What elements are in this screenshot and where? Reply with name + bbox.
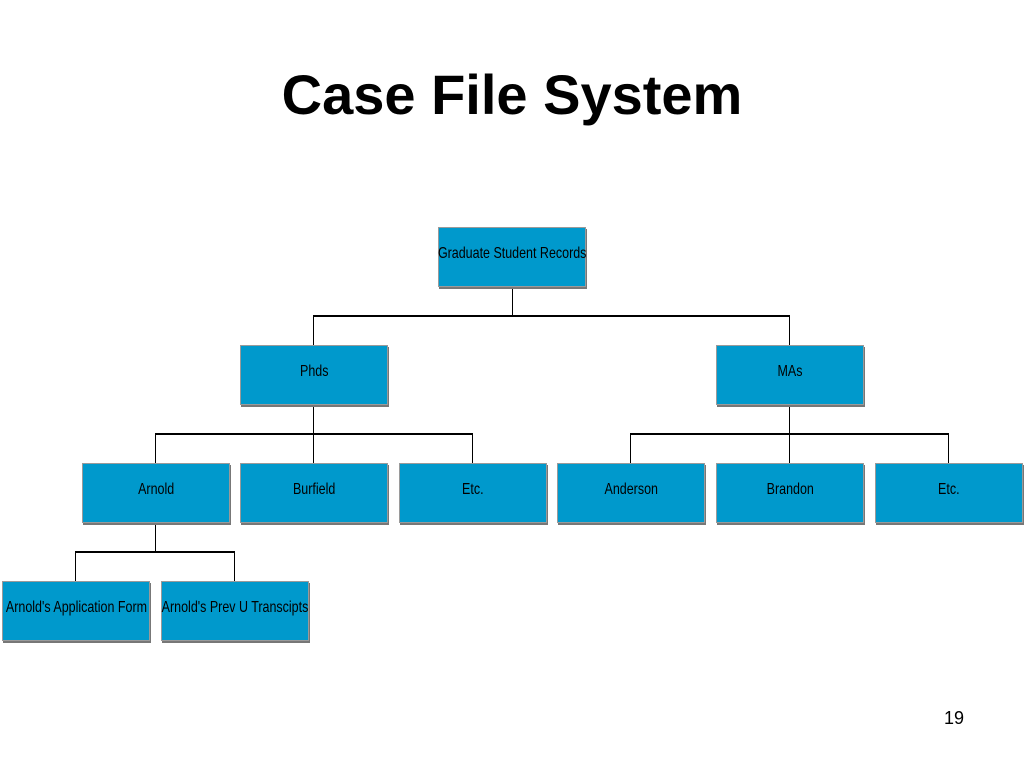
connector-line xyxy=(234,551,235,581)
connector-line xyxy=(512,288,513,316)
connector-line xyxy=(789,406,790,434)
connector-line xyxy=(75,551,76,581)
node-label: Arnold's Prev U Transcipts xyxy=(161,599,309,616)
node-graduate-student-records: Graduate Student Records xyxy=(438,227,586,287)
connector-line xyxy=(789,433,790,463)
connector-line xyxy=(313,315,314,345)
node-label: Burfield xyxy=(292,481,336,498)
node-label: Etc. xyxy=(462,481,484,498)
connector-line xyxy=(630,433,631,463)
node-label: Graduate Student Records xyxy=(437,245,587,262)
node-label: Arnold's Application Form xyxy=(5,599,147,616)
node-label: Etc. xyxy=(938,481,960,498)
connector-line xyxy=(155,433,156,463)
node-burfield: Burfield xyxy=(240,463,388,523)
node-mas: MAs xyxy=(716,345,864,405)
node-label: Brandon xyxy=(766,481,814,498)
node-arnolds-application-form: Arnold's Application Form xyxy=(2,581,150,641)
node-etc-mas: Etc. xyxy=(875,463,1023,523)
node-brandon: Brandon xyxy=(716,463,864,523)
node-label: Arnold xyxy=(137,481,175,498)
node-etc-phds: Etc. xyxy=(399,463,547,523)
connector-line xyxy=(75,551,235,553)
connector-line xyxy=(313,433,314,463)
node-label: Phds xyxy=(299,363,329,380)
node-label: MAs xyxy=(777,363,803,380)
slide-title: Case File System xyxy=(281,63,743,126)
connector-line xyxy=(313,406,314,434)
connector-line xyxy=(155,433,473,435)
node-label: Anderson xyxy=(604,481,658,498)
connector-line xyxy=(789,315,790,345)
node-anderson: Anderson xyxy=(557,463,705,523)
page-number: 19 xyxy=(943,708,964,728)
connector-line xyxy=(313,315,790,317)
connector-line xyxy=(155,524,156,552)
node-phds: Phds xyxy=(240,345,388,405)
node-arnolds-prev-u-transcipts: Arnold's Prev U Transcipts xyxy=(161,581,309,641)
connector-line xyxy=(472,433,473,463)
node-arnold: Arnold xyxy=(82,463,230,523)
connector-line xyxy=(948,433,949,463)
